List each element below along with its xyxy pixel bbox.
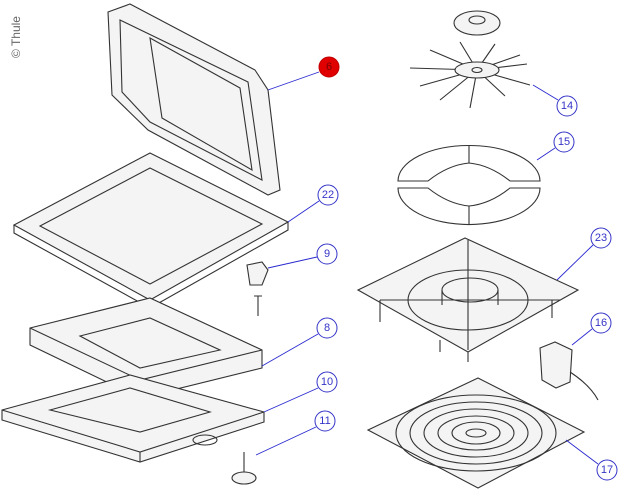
callout-label: 9	[324, 248, 330, 260]
callout-label: 10	[321, 376, 333, 388]
callout-23[interactable]	[590, 227, 612, 249]
callout-10[interactable]	[316, 371, 338, 393]
callout-6-highlighted[interactable]	[318, 56, 340, 78]
callout-label: 11	[319, 415, 330, 427]
callout-label: 23	[595, 232, 607, 244]
callout-8[interactable]	[316, 317, 338, 339]
part-grille[interactable]	[366, 377, 586, 489]
callout-label: 8	[324, 322, 330, 334]
callout-16[interactable]	[590, 312, 612, 334]
part-knob[interactable]	[231, 452, 257, 485]
watermark: © Thule	[9, 16, 23, 58]
callout-15[interactable]	[553, 131, 575, 153]
callout-label: 17	[601, 464, 613, 476]
callout-22[interactable]	[317, 184, 339, 206]
part-fan[interactable]	[409, 10, 531, 109]
callout-label: 6	[326, 61, 332, 73]
callout-17[interactable]	[596, 459, 618, 481]
callout-label: 22	[322, 189, 334, 201]
callout-label: 16	[595, 317, 607, 329]
callouts: 6 22 9 8 10 11 14 15 23 16 17	[255, 56, 618, 481]
callout-14[interactable]	[556, 95, 578, 117]
part-lid[interactable]	[107, 3, 281, 196]
callout-label: 14	[561, 100, 573, 112]
part-fan-housing[interactable]	[356, 237, 580, 362]
part-ring[interactable]	[397, 144, 541, 226]
part-clip[interactable]	[246, 261, 269, 316]
callout-label: 15	[558, 136, 570, 148]
part-base-plate[interactable]	[1, 374, 265, 463]
callout-11[interactable]	[314, 410, 336, 432]
part-switch[interactable]	[539, 341, 599, 401]
callout-9[interactable]	[316, 243, 338, 265]
